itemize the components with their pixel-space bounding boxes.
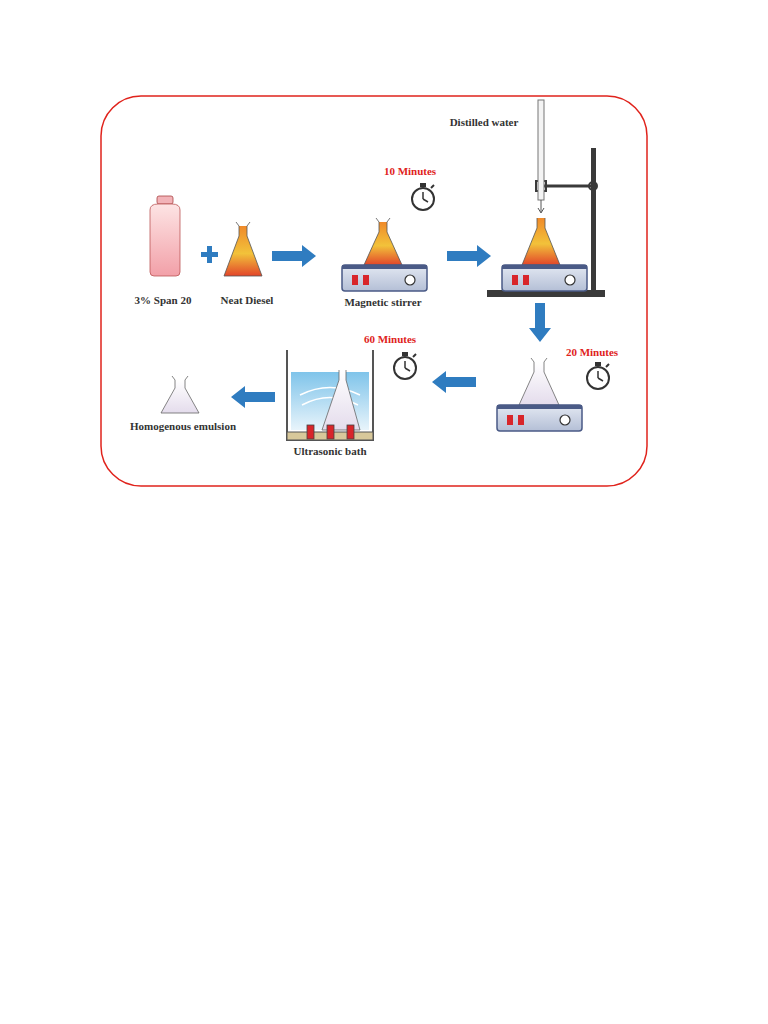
reagent-label: 3% Span 20 bbox=[135, 294, 192, 307]
reagent-label: Neat Diesel bbox=[221, 294, 274, 307]
reagent-label: Distilled water bbox=[450, 116, 519, 129]
equipment-label: Ultrasonic bath bbox=[293, 445, 366, 458]
time-label: 60 Minutes bbox=[364, 333, 416, 346]
product-label: Homogenous emulsion bbox=[130, 420, 236, 433]
time-label: 20 Minutes bbox=[566, 346, 618, 359]
time-label: 10 Minutes bbox=[384, 165, 436, 178]
equipment-label: Magnetic stirrer bbox=[344, 296, 421, 309]
